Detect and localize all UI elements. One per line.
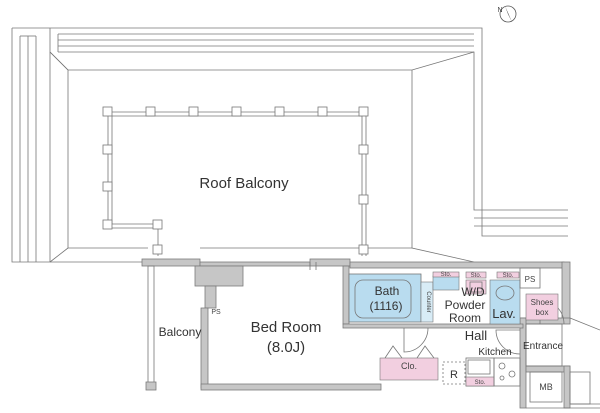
storage-label-2: Sto.: [471, 273, 482, 279]
roof-pergola: [102, 106, 369, 256]
lav-label: Lav.: [492, 306, 516, 321]
wet-rooms: [465, 267, 559, 325]
bed-room-size-label: (8.0J): [267, 339, 305, 356]
counter-label: Counter: [425, 291, 431, 312]
storage-label-3: Sto.: [503, 273, 514, 279]
shoes-box-label: Shoes: [531, 298, 554, 307]
bath-size-label: (1116): [370, 299, 403, 313]
hall-label: Hall: [465, 328, 488, 343]
entrance-label: Entrance: [523, 341, 563, 352]
fridge-label: R: [450, 369, 458, 381]
unit-walls: [141, 258, 571, 409]
storage-label-1: Sto.: [441, 272, 452, 278]
shoes-box-label-2: box: [536, 308, 549, 317]
wd-label: W/D: [461, 285, 485, 299]
north-label: N: [497, 7, 502, 14]
ps-left-label: PS: [211, 309, 221, 316]
closet-label: Clo.: [401, 361, 417, 371]
roof-balcony-outline: [11, 27, 568, 263]
powder-room-label-2: Room: [449, 311, 481, 325]
bed-room-label: Bed Room: [251, 319, 322, 336]
bath-area: [348, 271, 460, 323]
kitchen-area: [379, 357, 521, 387]
kitchen-label: Kitchen: [478, 347, 511, 358]
roof-balcony-label: Roof Balcony: [199, 175, 289, 192]
north-arrow-icon: [499, 5, 517, 23]
storage-label-4: Sto.: [475, 380, 486, 386]
ps-right-label: PS: [525, 275, 536, 284]
entrance-area: [525, 317, 600, 409]
mb-label: MB: [539, 382, 553, 392]
powder-room-label: Powder: [445, 298, 486, 312]
balcony-label: Balcony: [159, 325, 202, 339]
bath-label: Bath: [375, 284, 400, 298]
